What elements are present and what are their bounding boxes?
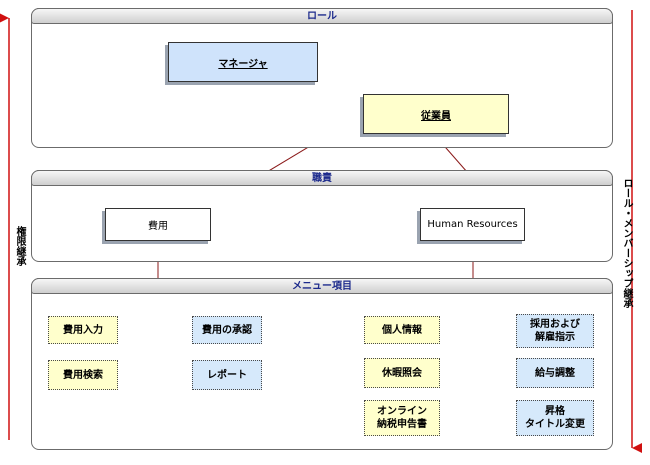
manager-role-box[interactable]: マネージャ <box>168 42 318 82</box>
right-side-label: ロール・メンバーシップ継承 <box>621 178 632 308</box>
menu-hiring-line1: 採用および <box>530 319 580 330</box>
left-side-label: 権限継承 <box>14 226 25 266</box>
menu-tax-line1: オンライン <box>377 406 427 417</box>
menu-hiring-termination[interactable]: 採用および 解雇指示 <box>516 314 594 348</box>
menu-promo-line1: 昇格 <box>545 406 565 417</box>
menu-expense-approval[interactable]: 費用の承認 <box>192 316 262 344</box>
menu-expense-entry[interactable]: 費用入力 <box>48 316 118 344</box>
expense-duty-box[interactable]: 費用 <box>105 208 211 241</box>
hr-duty-box[interactable]: Human Resources <box>420 208 525 241</box>
menu-hiring-line2: 解雇指示 <box>535 332 575 343</box>
employee-role-box[interactable]: 従業員 <box>363 94 509 134</box>
duties-section-header: 職責 <box>31 170 613 186</box>
role-section-header: ロール <box>31 8 613 24</box>
menu-tax-line2: 納税申告書 <box>377 419 427 430</box>
menu-online-tax[interactable]: オンライン 納税申告書 <box>364 400 440 436</box>
menu-leave-inquiry[interactable]: 休暇照会 <box>364 358 440 388</box>
menu-promotion-title[interactable]: 昇格 タイトル変更 <box>516 400 594 436</box>
menu-salary-adjust[interactable]: 給与調整 <box>516 358 594 388</box>
menu-expense-search[interactable]: 費用検索 <box>48 360 118 390</box>
menu-promo-line2: タイトル変更 <box>525 419 585 430</box>
menu-personal-info[interactable]: 個人情報 <box>364 316 440 344</box>
menu-report[interactable]: レポート <box>192 360 262 390</box>
role-section <box>31 8 613 148</box>
menu-section-header: メニュー項目 <box>31 278 613 294</box>
